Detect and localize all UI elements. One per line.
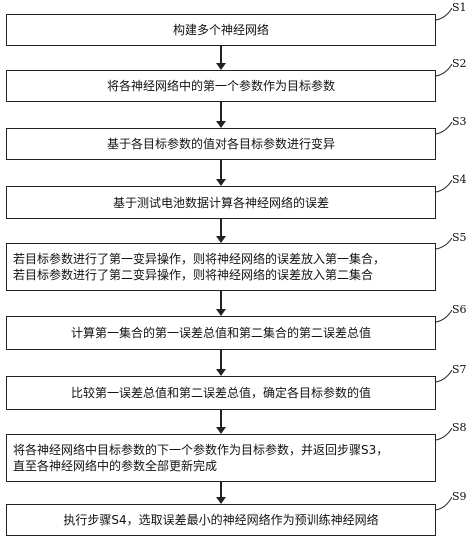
step-text-s2: 将各神经网络中的第一个参数作为目标参数 <box>106 79 335 93</box>
step-box-s1: 构建多个神经网络 <box>6 14 436 46</box>
step-text-s9: 执行步骤S4，选取误差最小的神经网络作为预训练神经网络 <box>63 513 379 527</box>
leader-s4 <box>435 179 453 193</box>
step-box-s6: 计算第一集合的第一误差总值和第二集合的第二误差总值 <box>6 316 436 350</box>
step-text-s8-line2: 直至各神经网络中的参数全部更新完成 <box>13 459 218 473</box>
step-label-s9: S9 <box>452 490 467 503</box>
leader-s7 <box>435 369 453 383</box>
step-label-s7: S7 <box>452 363 467 376</box>
leader-s1 <box>435 7 453 21</box>
leader-s3 <box>435 121 453 135</box>
step-box-s2: 将各神经网络中的第一个参数作为目标参数 <box>6 70 436 102</box>
step-label-s2: S2 <box>452 57 467 70</box>
arrow-s8-s9 <box>215 482 227 504</box>
step-text-s4: 基于测试电池数据计算各神经网络的误差 <box>112 195 329 210</box>
step-text-s5-line2: 若目标参数进行了第二变异操作，则将神经网络的误差放入第二集合 <box>13 268 374 282</box>
step-label-s3: S3 <box>452 115 467 128</box>
step-text-s5-line1: 若目标参数进行了第一变异操作，则将神经网络的误差放入第一集合， <box>13 252 386 266</box>
leader-s9 <box>435 496 453 511</box>
step-text-s8-line1: 将各神经网络中目标参数的下一个参数作为目标参数，并返回步骤S3， <box>13 443 389 457</box>
step-label-s1: S1 <box>452 1 467 14</box>
step-box-s5: 若目标参数进行了第一变异操作，则将神经网络的误差放入第一集合， 若目标参数进行了… <box>6 243 436 291</box>
arrow-s1-s2 <box>215 46 227 70</box>
step-box-s3: 基于各目标参数的值对各目标参数进行变异 <box>6 128 436 160</box>
step-label-s6: S6 <box>452 303 467 316</box>
arrow-s2-s3 <box>215 102 227 128</box>
leader-s2 <box>435 63 453 77</box>
arrow-s6-s7 <box>215 350 227 376</box>
step-box-s4: 基于测试电池数据计算各神经网络的误差 <box>6 186 436 219</box>
step-box-s7: 比较第一误差总值和第二误差总值，确定各目标参数的值 <box>6 376 436 410</box>
leader-s8 <box>435 427 453 441</box>
leader-s6 <box>435 309 453 323</box>
step-box-s9: 执行步骤S4，选取误差最小的神经网络作为预训练神经网络 <box>6 504 436 536</box>
leader-s5 <box>435 237 453 250</box>
arrow-s3-s4 <box>215 160 227 186</box>
step-text-s3: 基于各目标参数的值对各目标参数进行变异 <box>106 137 335 151</box>
step-text-s1: 构建多个神经网络 <box>172 23 269 37</box>
step-text-s6: 计算第一集合的第一误差总值和第二集合的第二误差总值 <box>70 326 371 340</box>
step-label-s8: S8 <box>452 421 467 434</box>
step-label-s4: S4 <box>452 173 467 186</box>
arrow-s7-s8 <box>215 410 227 434</box>
arrow-s4-s5 <box>215 219 227 243</box>
arrow-s5-s6 <box>215 291 227 316</box>
step-text-s7: 比较第一误差总值和第二误差总值，确定各目标参数的值 <box>70 386 371 400</box>
step-label-s5: S5 <box>452 231 467 244</box>
step-box-s8: 将各神经网络中目标参数的下一个参数作为目标参数，并返回步骤S3， 直至各神经网络… <box>6 434 436 482</box>
